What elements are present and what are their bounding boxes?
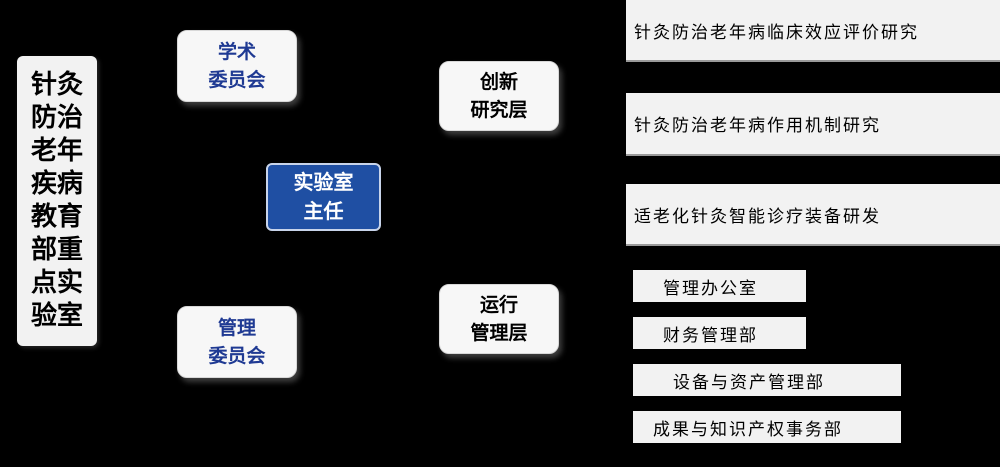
management-item-label: 管理办公室 [663, 278, 758, 299]
lab-name-box: 针灸 防治 老年 疾病 教育 部重 点实 验室 [17, 56, 97, 346]
research-item-label: 针灸防治老年病作用机制研究 [634, 116, 881, 136]
director-label: 实验室 主任 [293, 170, 354, 223]
research-item: 针灸防治老年病临床效应评价研究 [626, 0, 1000, 62]
operation-layer-label: 运行 管理层 [470, 294, 528, 344]
research-item: 针灸防治老年病作用机制研究 [626, 93, 1000, 156]
academic-committee-box: 学术 委员会 [177, 30, 297, 102]
management-committee-label: 管理 委员会 [208, 317, 266, 367]
management-item: 设备与资产管理部 [633, 364, 901, 396]
management-item-label: 财务管理部 [663, 325, 758, 346]
operation-layer-box: 运行 管理层 [439, 284, 559, 354]
management-item: 管理办公室 [633, 270, 806, 302]
research-item-label: 适老化针灸智能诊疗装备研发 [634, 206, 881, 227]
lab-name: 针灸 防治 老年 疾病 教育 部重 点实 验室 [30, 70, 83, 331]
innovation-layer-box: 创新 研究层 [439, 61, 559, 131]
management-item-label: 成果与知识产权事务部 [653, 419, 843, 440]
director-box: 实验室 主任 [266, 163, 381, 231]
management-item-label: 设备与资产管理部 [673, 372, 825, 393]
research-item-label: 针灸防治老年病临床效应评价研究 [634, 22, 919, 43]
management-item: 成果与知识产权事务部 [633, 411, 901, 443]
management-committee-box: 管理 委员会 [177, 306, 297, 378]
management-item: 财务管理部 [633, 317, 806, 349]
innovation-layer-label: 创新 研究层 [470, 71, 528, 121]
academic-committee-label: 学术 委员会 [208, 41, 266, 91]
research-item: 适老化针灸智能诊疗装备研发 [626, 184, 1000, 246]
